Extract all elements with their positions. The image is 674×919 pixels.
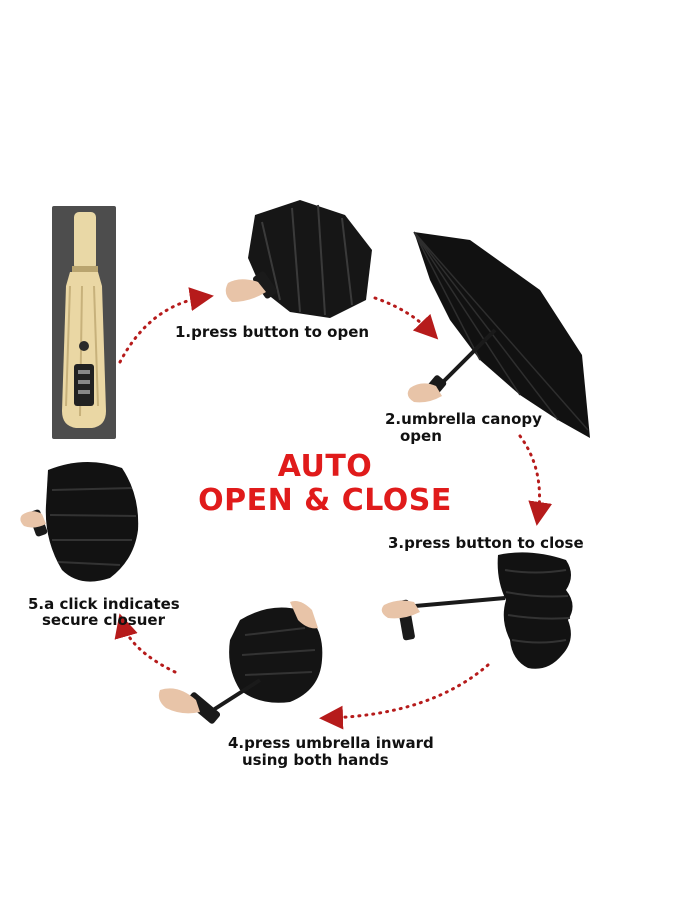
arrow-step4-to-step5 [114, 613, 177, 674]
step-2-caption-line-1: 2.umbrella canopy [385, 410, 542, 428]
product-thumbnail [52, 206, 116, 439]
step3-closing-umbrella-illustration [381, 552, 573, 669]
arrow-thumb-to-step1 [118, 287, 214, 364]
step-5-caption-line-1: 5.a click indicates [28, 595, 180, 613]
step-2-caption-line-2: open [400, 427, 442, 445]
step1-umbrella-illustration [225, 200, 372, 318]
step-3-caption: 3.press button to close [388, 534, 584, 552]
step4-pressing-illustration [158, 601, 323, 724]
step5-closed-umbrella-illustration [20, 461, 139, 582]
step-1-caption: 1.press button to open [175, 323, 370, 341]
arrow-step2-to-step3 [518, 434, 553, 526]
step-4-caption-line-1: 4.press umbrella inward [228, 734, 434, 752]
folded-umbrella-icon [62, 212, 106, 428]
arrow-step1-to-step2 [373, 296, 439, 340]
arrow-step3-to-step4 [319, 663, 490, 730]
step-5-caption-line-2: secure closuer [42, 611, 165, 629]
headline-line-1: AUTO [277, 449, 373, 484]
step2-open-umbrella-illustration [407, 231, 590, 438]
headline-line-2: OPEN & CLOSE [198, 483, 452, 518]
step-4-caption-line-2: using both hands [242, 751, 389, 769]
